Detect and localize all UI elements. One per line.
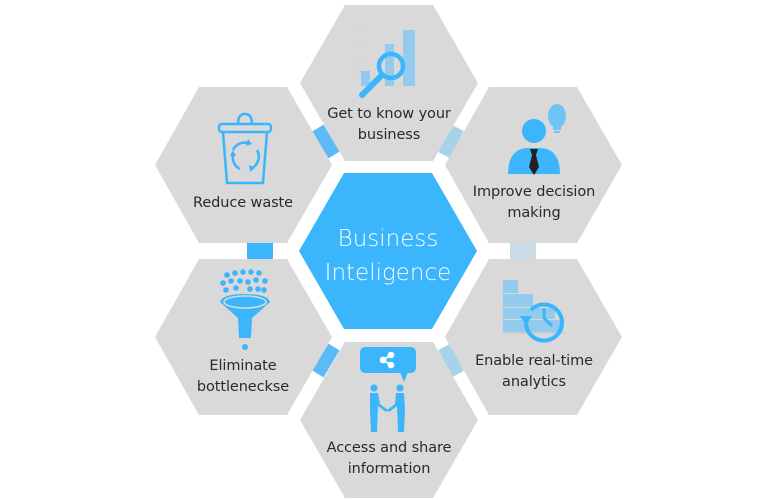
label-enable-real-time-analytics: Enable real-time analytics — [449, 351, 619, 393]
center-title-line2: Inteligence — [324, 260, 452, 286]
label-line: information — [347, 461, 431, 477]
label-get-to-know-business: Get to know your business — [304, 104, 474, 146]
handshake-share-icon — [360, 347, 416, 432]
share-icon — [379, 351, 395, 369]
label-line: making — [507, 205, 561, 221]
center-title: Business Inteligence — [298, 222, 478, 290]
connector-right — [510, 242, 536, 260]
hex-bottom — [300, 342, 478, 498]
magnifier-bar-chart-icon — [359, 30, 415, 98]
connector-top-topleft — [312, 124, 340, 159]
businessman-lightbulb-icon — [508, 104, 566, 175]
history-bar-chart-icon — [502, 280, 565, 343]
label-line: business — [357, 127, 421, 143]
label-line: Get to know your — [327, 106, 451, 122]
label-line: Enable real-time — [475, 353, 593, 369]
label-line: Improve decision — [472, 184, 596, 200]
label-line: Reduce waste — [193, 195, 293, 211]
connector-bottom-bottomleft — [312, 343, 340, 378]
label-line: analytics — [502, 374, 566, 390]
connector-top-topright — [438, 125, 464, 158]
connectors — [247, 124, 536, 378]
funnel-icon — [220, 269, 270, 350]
label-eliminate-bottlenecks: Eliminate bottleneckse — [158, 356, 328, 398]
label-access-share-information: Access and share information — [304, 438, 474, 480]
connector-bottom-bottomright — [438, 344, 464, 377]
label-reduce-waste: Reduce waste — [158, 193, 328, 214]
center-title-line1: Business — [337, 226, 439, 252]
label-line: Access and share — [326, 440, 452, 456]
label-improve-decision-making: Improve decision making — [449, 182, 619, 224]
label-line: bottleneckse — [196, 379, 290, 395]
hex-center — [299, 173, 477, 329]
recycle-bin-icon — [217, 112, 273, 185]
label-line: Eliminate — [209, 358, 277, 374]
hex-top-left — [155, 87, 332, 243]
connector-left — [247, 242, 273, 260]
